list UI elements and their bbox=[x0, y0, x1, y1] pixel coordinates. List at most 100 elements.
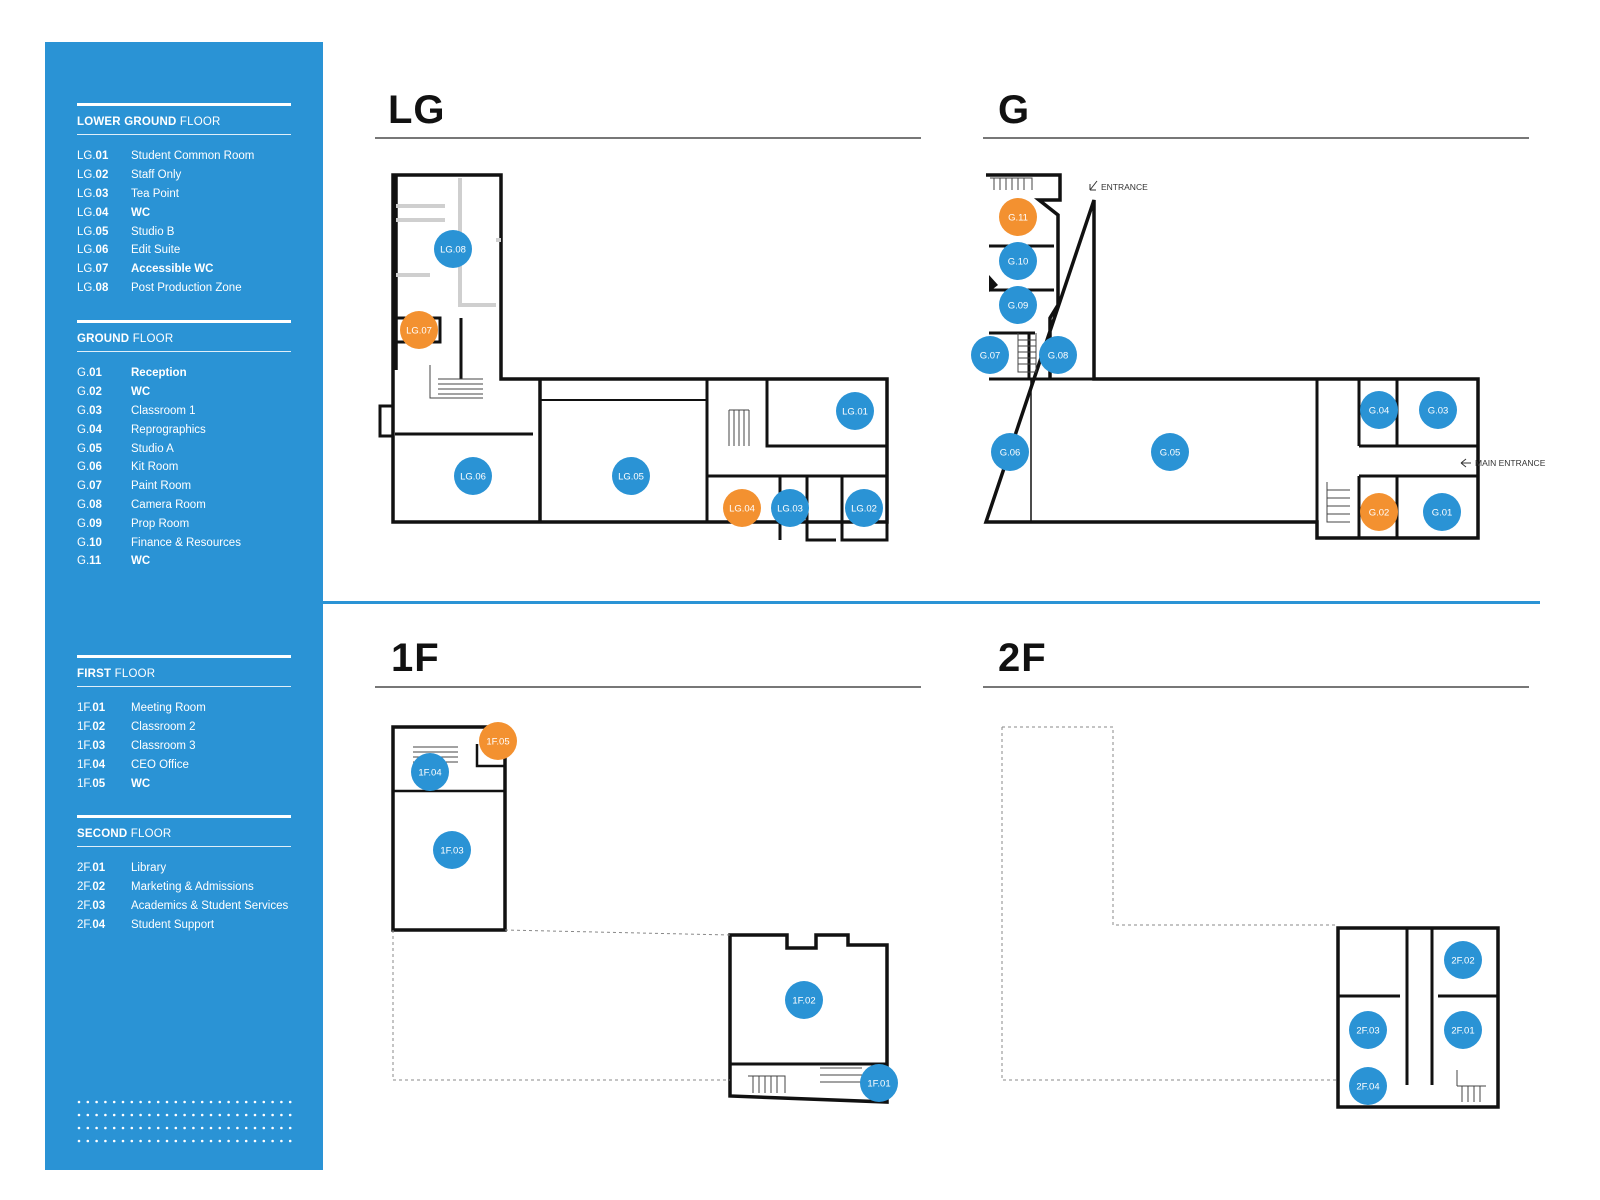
legend-room-code: LG.08 bbox=[77, 282, 131, 294]
legend-room-name: Studio A bbox=[131, 442, 174, 455]
pattern-dot bbox=[209, 1100, 213, 1104]
pin-g10[interactable]: G.10 bbox=[999, 242, 1037, 280]
legend-room-name: Kit Room bbox=[131, 461, 179, 474]
legend-code-prefix: LG. bbox=[77, 187, 96, 200]
pin-g07[interactable]: G.07 bbox=[971, 336, 1009, 374]
pin-lg03[interactable]: LG.03 bbox=[771, 489, 809, 527]
pattern-dot bbox=[253, 1100, 257, 1104]
svg-text:G.08: G.08 bbox=[1048, 351, 1069, 362]
pin-g04[interactable]: G.04 bbox=[1360, 391, 1398, 429]
lg-partitions bbox=[396, 178, 501, 307]
pin-lg04[interactable]: LG.04 bbox=[723, 489, 761, 527]
pattern-dot bbox=[192, 1113, 195, 1117]
legend-code-number: 03 bbox=[92, 739, 106, 752]
legend-code-prefix: 1F. bbox=[77, 702, 93, 715]
legend-room-name: Classroom 3 bbox=[131, 739, 196, 752]
pin-g02[interactable]: G.02 bbox=[1360, 493, 1398, 531]
pattern-dot bbox=[271, 1139, 274, 1143]
svg-text:2F.04: 2F.04 bbox=[1356, 1082, 1379, 1093]
pattern-dot bbox=[174, 1139, 178, 1143]
pattern-dot bbox=[227, 1126, 230, 1130]
pattern-dot bbox=[112, 1139, 116, 1143]
pattern-dot bbox=[121, 1126, 125, 1130]
pattern-dot bbox=[95, 1113, 98, 1117]
legend-code-prefix: 2F. bbox=[77, 862, 93, 875]
pin-lg06[interactable]: LG.06 bbox=[454, 457, 492, 495]
pin-lg05[interactable]: LG.05 bbox=[612, 457, 650, 495]
legend-code-number: 04 bbox=[92, 918, 106, 931]
pin-lg01[interactable]: LG.01 bbox=[836, 392, 874, 430]
svg-text:ENTRANCE: ENTRANCE bbox=[1101, 182, 1148, 192]
svg-text:LG.08: LG.08 bbox=[440, 245, 466, 256]
legend-code-number: 04 bbox=[95, 206, 109, 219]
pin-g11[interactable]: G.11 bbox=[999, 198, 1037, 236]
legend-room-name: Academics & Student Services bbox=[131, 899, 289, 912]
pattern-dot bbox=[139, 1139, 142, 1143]
legend-room-name: CEO Office bbox=[131, 758, 189, 771]
pattern-dot bbox=[86, 1113, 90, 1117]
svg-text:G.10: G.10 bbox=[1008, 257, 1029, 268]
plan-second bbox=[1336, 926, 1500, 1109]
legend-room-name: Staff Only bbox=[131, 169, 182, 182]
legend-code-number: 04 bbox=[92, 758, 106, 771]
pattern-dot bbox=[236, 1113, 239, 1117]
legend-room-name: Student Support bbox=[131, 918, 215, 931]
legend-room-name: Paint Room bbox=[131, 480, 192, 493]
pattern-dot bbox=[148, 1100, 151, 1104]
pin-1f03[interactable]: 1F.03 bbox=[433, 831, 471, 869]
legend-room-name: Post Production Zone bbox=[131, 281, 242, 294]
pattern-dot bbox=[271, 1126, 274, 1130]
pin-g05[interactable]: G.05 bbox=[1151, 433, 1189, 471]
pin-lg08[interactable]: LG.08 bbox=[434, 230, 472, 268]
pin-2f01[interactable]: 2F.01 bbox=[1444, 1011, 1482, 1049]
pattern-dot bbox=[77, 1113, 81, 1117]
legend-room-code: 1F.02 bbox=[77, 721, 131, 733]
pin-g01[interactable]: G.01 bbox=[1423, 493, 1461, 531]
legend-room-code: G.02 bbox=[77, 386, 131, 398]
legend-code-number: 02 bbox=[92, 721, 106, 734]
pin-2f04[interactable]: 2F.04 bbox=[1349, 1067, 1387, 1105]
g-stairs bbox=[990, 177, 1350, 523]
svg-text:1F.02: 1F.02 bbox=[792, 996, 815, 1007]
pin-1f02[interactable]: 1F.02 bbox=[785, 981, 823, 1019]
pin-g03[interactable]: G.03 bbox=[1419, 391, 1457, 429]
pattern-dot bbox=[104, 1139, 107, 1143]
pattern-dot bbox=[112, 1126, 116, 1130]
pin-2f03[interactable]: 2F.03 bbox=[1349, 1011, 1387, 1049]
pin-2f02[interactable]: 2F.02 bbox=[1444, 941, 1482, 979]
svg-text:LG.04: LG.04 bbox=[729, 504, 755, 515]
legend-code-prefix: LG. bbox=[77, 244, 96, 257]
legend-code-number: 02 bbox=[89, 386, 102, 399]
pin-1f04[interactable]: 1F.04 bbox=[411, 753, 449, 791]
legend-room-code: 2F.01 bbox=[77, 862, 131, 874]
pin-lg02[interactable]: LG.02 bbox=[845, 489, 883, 527]
pattern-dot bbox=[148, 1113, 151, 1117]
pin-g09[interactable]: G.09 bbox=[999, 286, 1037, 324]
pin-g08[interactable]: G.08 bbox=[1039, 336, 1077, 374]
pin-1f01[interactable]: 1F.01 bbox=[860, 1064, 898, 1102]
legend-code-number: 06 bbox=[89, 461, 102, 474]
pin-g06[interactable]: G.06 bbox=[991, 433, 1029, 471]
legend-code-number: 07 bbox=[89, 480, 102, 493]
svg-text:G.03: G.03 bbox=[1428, 406, 1449, 417]
pattern-dot bbox=[139, 1100, 142, 1104]
legend-code-number: 01 bbox=[92, 702, 106, 715]
pin-lg07[interactable]: LG.07 bbox=[400, 311, 438, 349]
pattern-dot bbox=[156, 1139, 160, 1143]
pattern-dot bbox=[86, 1100, 90, 1104]
pin-1f05[interactable]: 1F.05 bbox=[479, 722, 517, 760]
pattern-dot bbox=[288, 1100, 292, 1104]
legend-code-number: 06 bbox=[95, 244, 109, 257]
floor-title-2f: 2F bbox=[998, 636, 1047, 680]
